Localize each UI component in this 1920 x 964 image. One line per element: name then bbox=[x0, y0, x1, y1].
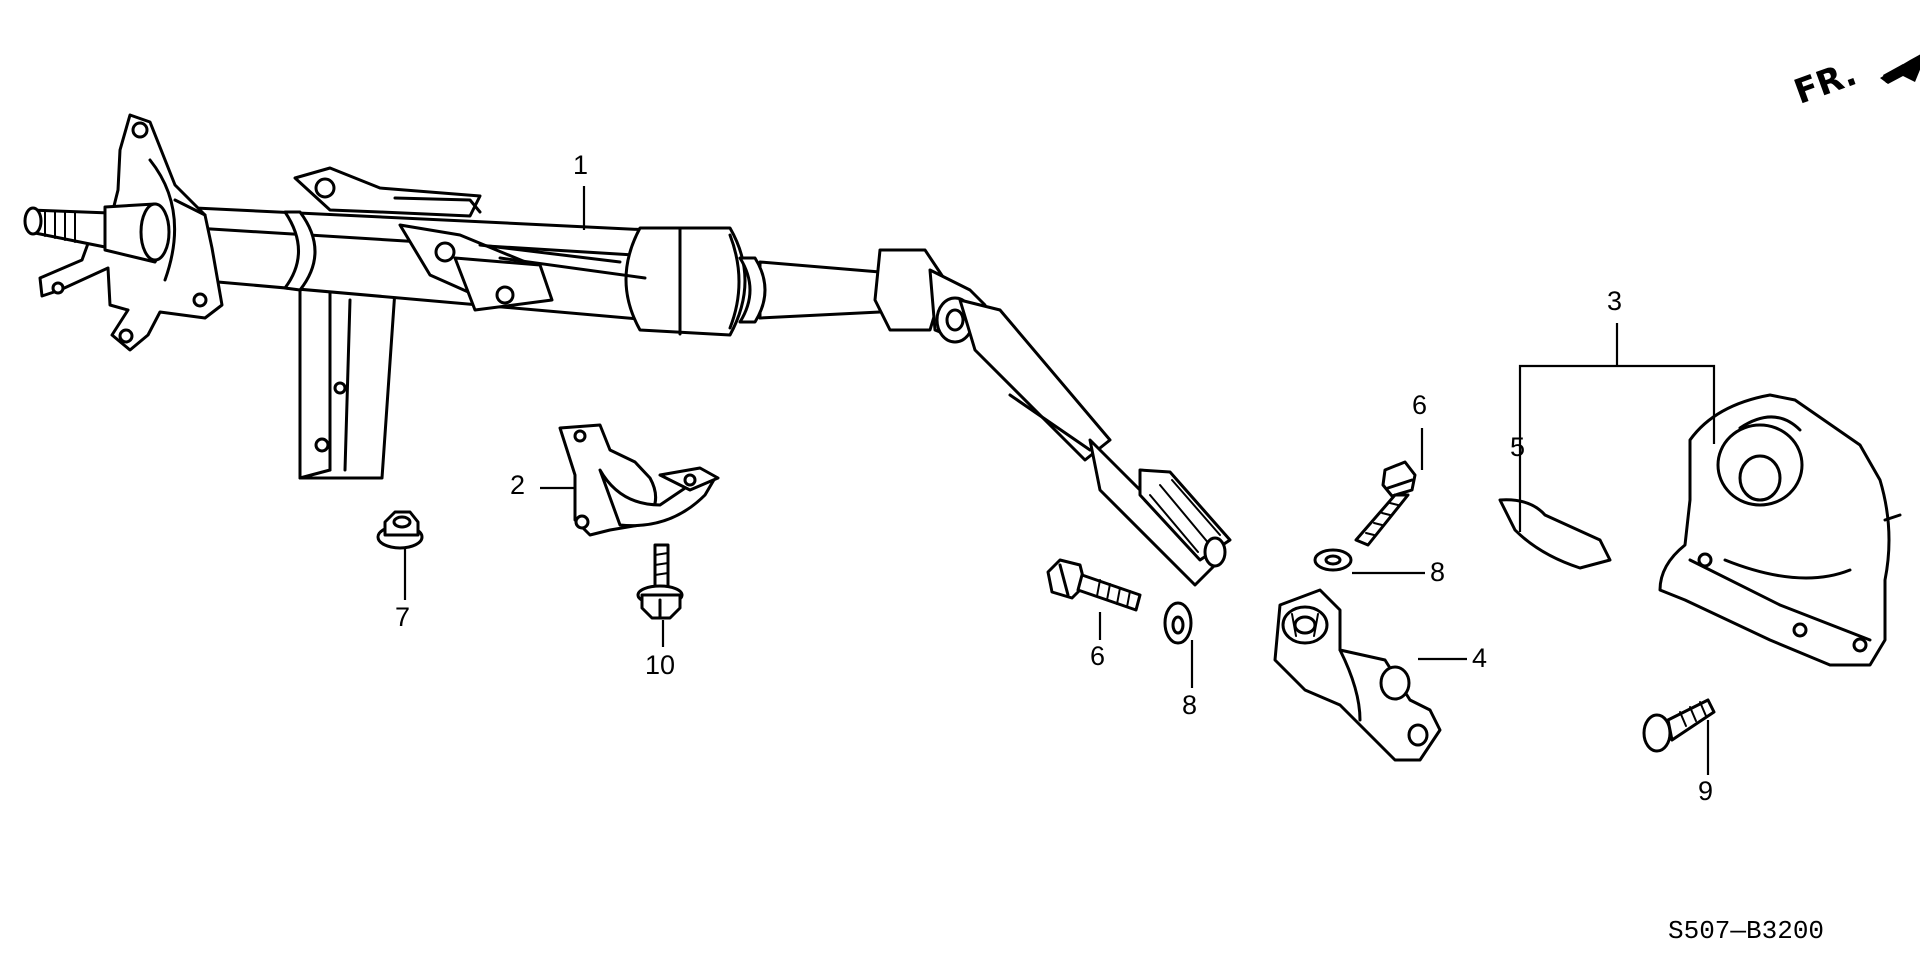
cover-plate[interactable] bbox=[1498, 498, 1612, 570]
column-upper-shaft bbox=[23, 202, 171, 264]
callout-4: 4 bbox=[1472, 643, 1488, 673]
flange-nut[interactable] bbox=[376, 510, 424, 550]
flange-bolt[interactable] bbox=[636, 543, 684, 620]
callout-3: 3 bbox=[1607, 286, 1623, 316]
callout-5: 5 bbox=[1510, 432, 1526, 462]
callout-6-upper: 6 bbox=[1412, 390, 1428, 420]
washer-upper[interactable] bbox=[1313, 548, 1353, 572]
callout-8-lower: 8 bbox=[1182, 690, 1198, 720]
callout-2: 2 bbox=[510, 470, 526, 500]
callout-6-lower: 6 bbox=[1090, 641, 1106, 671]
column-cover-assembly[interactable] bbox=[1658, 393, 1902, 667]
trim-clip[interactable] bbox=[1642, 698, 1716, 753]
column-lower-bracket bbox=[298, 280, 397, 480]
leader-lines bbox=[403, 186, 1716, 775]
universal-joint-part[interactable] bbox=[1273, 588, 1442, 762]
front-arrow-icon bbox=[1880, 54, 1920, 84]
bolt-upper[interactable] bbox=[1354, 460, 1417, 547]
column-universal-joint bbox=[873, 248, 1232, 587]
diagram-code: S507—B3200 bbox=[1668, 916, 1825, 946]
column-clamp-bracket[interactable] bbox=[558, 423, 720, 537]
steering-column-assembly[interactable] bbox=[23, 113, 1232, 587]
callout-9: 9 bbox=[1698, 776, 1714, 806]
bolt-lower[interactable] bbox=[1046, 558, 1142, 612]
callout-1: 1 bbox=[573, 150, 589, 180]
callout-7: 7 bbox=[395, 602, 411, 632]
washer-lower[interactable] bbox=[1163, 601, 1193, 645]
callout-8-upper: 8 bbox=[1430, 557, 1446, 587]
column-tilt-mechanism bbox=[293, 166, 647, 312]
leader-3 bbox=[1518, 364, 1716, 532]
callout-10: 10 bbox=[645, 650, 676, 680]
